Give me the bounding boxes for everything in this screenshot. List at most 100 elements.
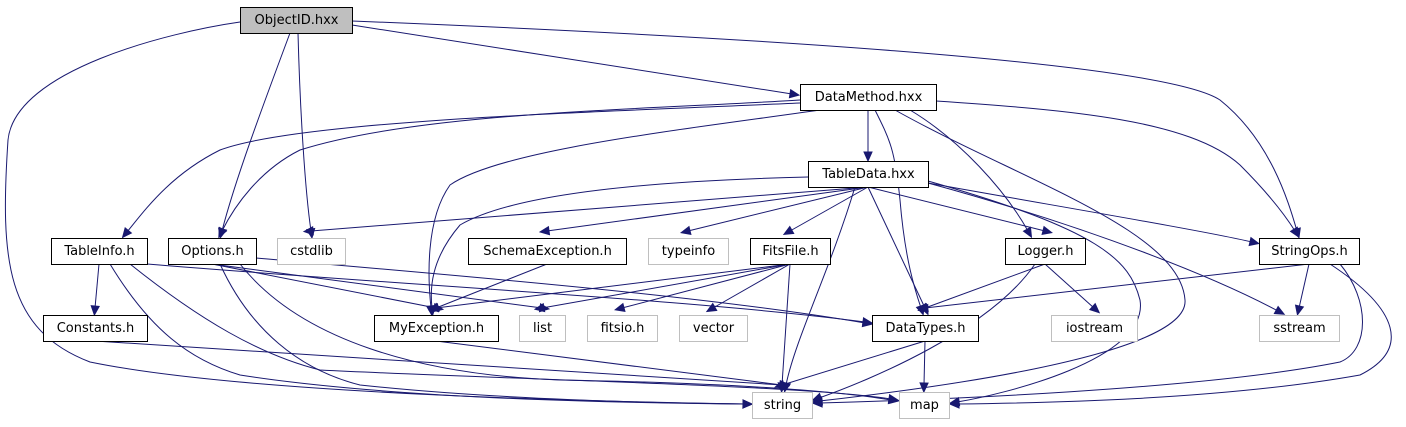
edge-tabledata-to-logger	[867, 186, 1046, 232]
node-label-sstream: sstream	[1273, 321, 1325, 336]
edge-tabledata-to-typeinfo	[687, 186, 869, 232]
node-box-myexc	[374, 315, 499, 342]
arrowhead-datamethod-to-options	[218, 226, 228, 239]
node-objectid[interactable]: ObjectID.hxx	[240, 7, 353, 34]
edge-tabledata-to-fitsfile	[789, 186, 869, 232]
node-box-tableinfo	[51, 238, 148, 265]
edge-tabledata-to-cstdlib	[310, 186, 869, 232]
arrowhead-datamethod-to-stringops	[1289, 226, 1300, 238]
node-sstream: sstream	[1259, 315, 1340, 342]
edge-tabledata-to-stringops	[927, 182, 1253, 243]
edge-tabledata-to-datatypes	[867, 186, 926, 309]
edge-datatypes-to-map	[923, 340, 926, 386]
arrowhead-options-to-datatypes	[861, 317, 874, 328]
node-label-tableinfo: TableInfo.h	[63, 244, 134, 259]
arrowhead-fitsfile-to-myexc	[427, 302, 440, 313]
node-iostream: iostream	[1051, 315, 1138, 342]
edge-fitsfile-to-vector	[712, 263, 791, 309]
node-box-constants	[43, 315, 148, 342]
node-box-tabledata	[808, 161, 929, 188]
node-tableinfo[interactable]: TableInfo.h	[51, 238, 148, 265]
arrowhead-datatypes-to-map	[919, 382, 929, 394]
node-label-vector: vector	[693, 321, 735, 336]
arrowhead-stringops-to-string	[811, 398, 823, 408]
node-label-fitsio: fitsio.h	[601, 321, 645, 336]
node-logger[interactable]: Logger.h	[1005, 238, 1086, 265]
arrowhead-tabledata-to-cstdlib	[302, 226, 314, 236]
edge-constants-to-string	[94, 340, 783, 386]
node-label-fitsfile: FitsFile.h	[762, 244, 818, 259]
node-datamethod[interactable]: DataMethod.hxx	[800, 84, 937, 111]
edge-myexc-to-string	[435, 340, 783, 386]
node-label-string: string	[764, 398, 801, 413]
arrowhead-options-to-string	[742, 399, 754, 409]
arrowhead-tabledata-to-schemaexc	[538, 225, 551, 236]
node-vector: vector	[679, 315, 748, 342]
node-label-list: list	[533, 321, 552, 336]
arrowhead-fitsfile-to-fitsio	[614, 302, 626, 312]
edge-tabledata-to-string	[785, 186, 856, 386]
arrowhead-objectid-to-datamethod	[788, 88, 801, 99]
node-label-schemaexc: SchemaException.h	[483, 244, 612, 259]
node-box-fitsio	[587, 315, 658, 342]
node-options[interactable]: Options.h	[168, 238, 257, 265]
node-myexc[interactable]: MyException.h	[374, 315, 499, 342]
edge-options-to-datatypes	[255, 257, 866, 324]
node-label-stringops: StringOps.h	[1271, 244, 1347, 259]
edge-fitsfile-to-fitsio	[621, 263, 791, 309]
edge-schemaexc-to-myexc	[435, 263, 548, 309]
node-box-sstream	[1259, 315, 1340, 342]
edge-options-to-string	[219, 263, 746, 405]
arrowhead-tableinfo-to-constants	[90, 305, 100, 317]
edge-tabledata-to-map	[927, 180, 1141, 403]
arrowhead-tabledata-to-typeinfo	[680, 225, 692, 236]
edge-options-to-myexc	[211, 263, 437, 309]
node-fitsfile[interactable]: FitsFile.h	[750, 238, 831, 265]
edge-logger-to-datatypes	[924, 263, 1046, 309]
node-list: list	[519, 315, 566, 342]
node-tabledata[interactable]: TableData.hxx	[808, 161, 929, 188]
arrowhead-logger-to-iostream	[1088, 302, 1101, 314]
arrowhead-fitsfile-to-list	[533, 302, 546, 313]
node-box-map	[899, 392, 950, 419]
node-label-tabledata: TableData.hxx	[821, 167, 915, 182]
node-box-stringops	[1259, 238, 1360, 265]
edge-tabledata-to-sstream	[927, 182, 1279, 312]
edge-datamethod-to-logger	[909, 109, 1029, 232]
arrowhead-stringops-to-sstream	[1294, 304, 1305, 317]
arrowhead-fitsfile-to-vector	[705, 302, 718, 313]
arrowhead-datamethod-to-logger	[1022, 226, 1033, 239]
node-label-logger: Logger.h	[1018, 244, 1074, 259]
node-fitsio: fitsio.h	[587, 315, 658, 342]
node-label-datamethod: DataMethod.hxx	[815, 90, 923, 105]
edge-fitsfile-to-list	[541, 263, 791, 309]
edge-tabledata-to-myexc	[430, 176, 809, 309]
node-map: map	[899, 392, 950, 419]
node-box-vector	[679, 315, 748, 342]
edge-stringops-to-datatypes	[924, 263, 1310, 309]
arrowhead-stringops-to-map	[948, 399, 960, 409]
node-constants[interactable]: Constants.h	[43, 315, 148, 342]
nodes-layer: ObjectID.hxxDataMethod.hxxTableData.hxxT…	[43, 7, 1360, 419]
edge-tableinfo-to-map	[129, 263, 892, 400]
node-box-datatypes	[872, 315, 979, 342]
edge-objectid-to-options	[221, 32, 291, 232]
node-schemaexc[interactable]: SchemaException.h	[468, 238, 627, 265]
node-box-fitsfile	[750, 238, 831, 265]
arrowhead-options-to-map	[887, 394, 900, 405]
arrowhead-datamethod-to-tabledata	[863, 151, 873, 163]
edge-datamethod-to-myexc	[428, 109, 821, 309]
edge-datamethod-to-stringops	[935, 100, 1296, 232]
node-datatypes[interactable]: DataTypes.h	[872, 315, 979, 342]
edge-logger-to-iostream	[1044, 263, 1095, 309]
edge-datatypes-to-string	[781, 340, 926, 386]
edge-datamethod-to-tableinfo	[126, 102, 801, 233]
node-box-string	[752, 392, 813, 419]
edge-fitsfile-to-myexc	[435, 263, 791, 309]
edges-layer	[4, 20, 1392, 409]
node-label-objectid: ObjectID.hxx	[255, 13, 339, 28]
edge-tabledata-to-schemaexc	[546, 186, 869, 232]
edge-datamethod-to-datatypes	[874, 109, 922, 309]
arrowhead-datamethod-to-tableinfo	[121, 227, 133, 239]
node-stringops[interactable]: StringOps.h	[1259, 238, 1360, 265]
